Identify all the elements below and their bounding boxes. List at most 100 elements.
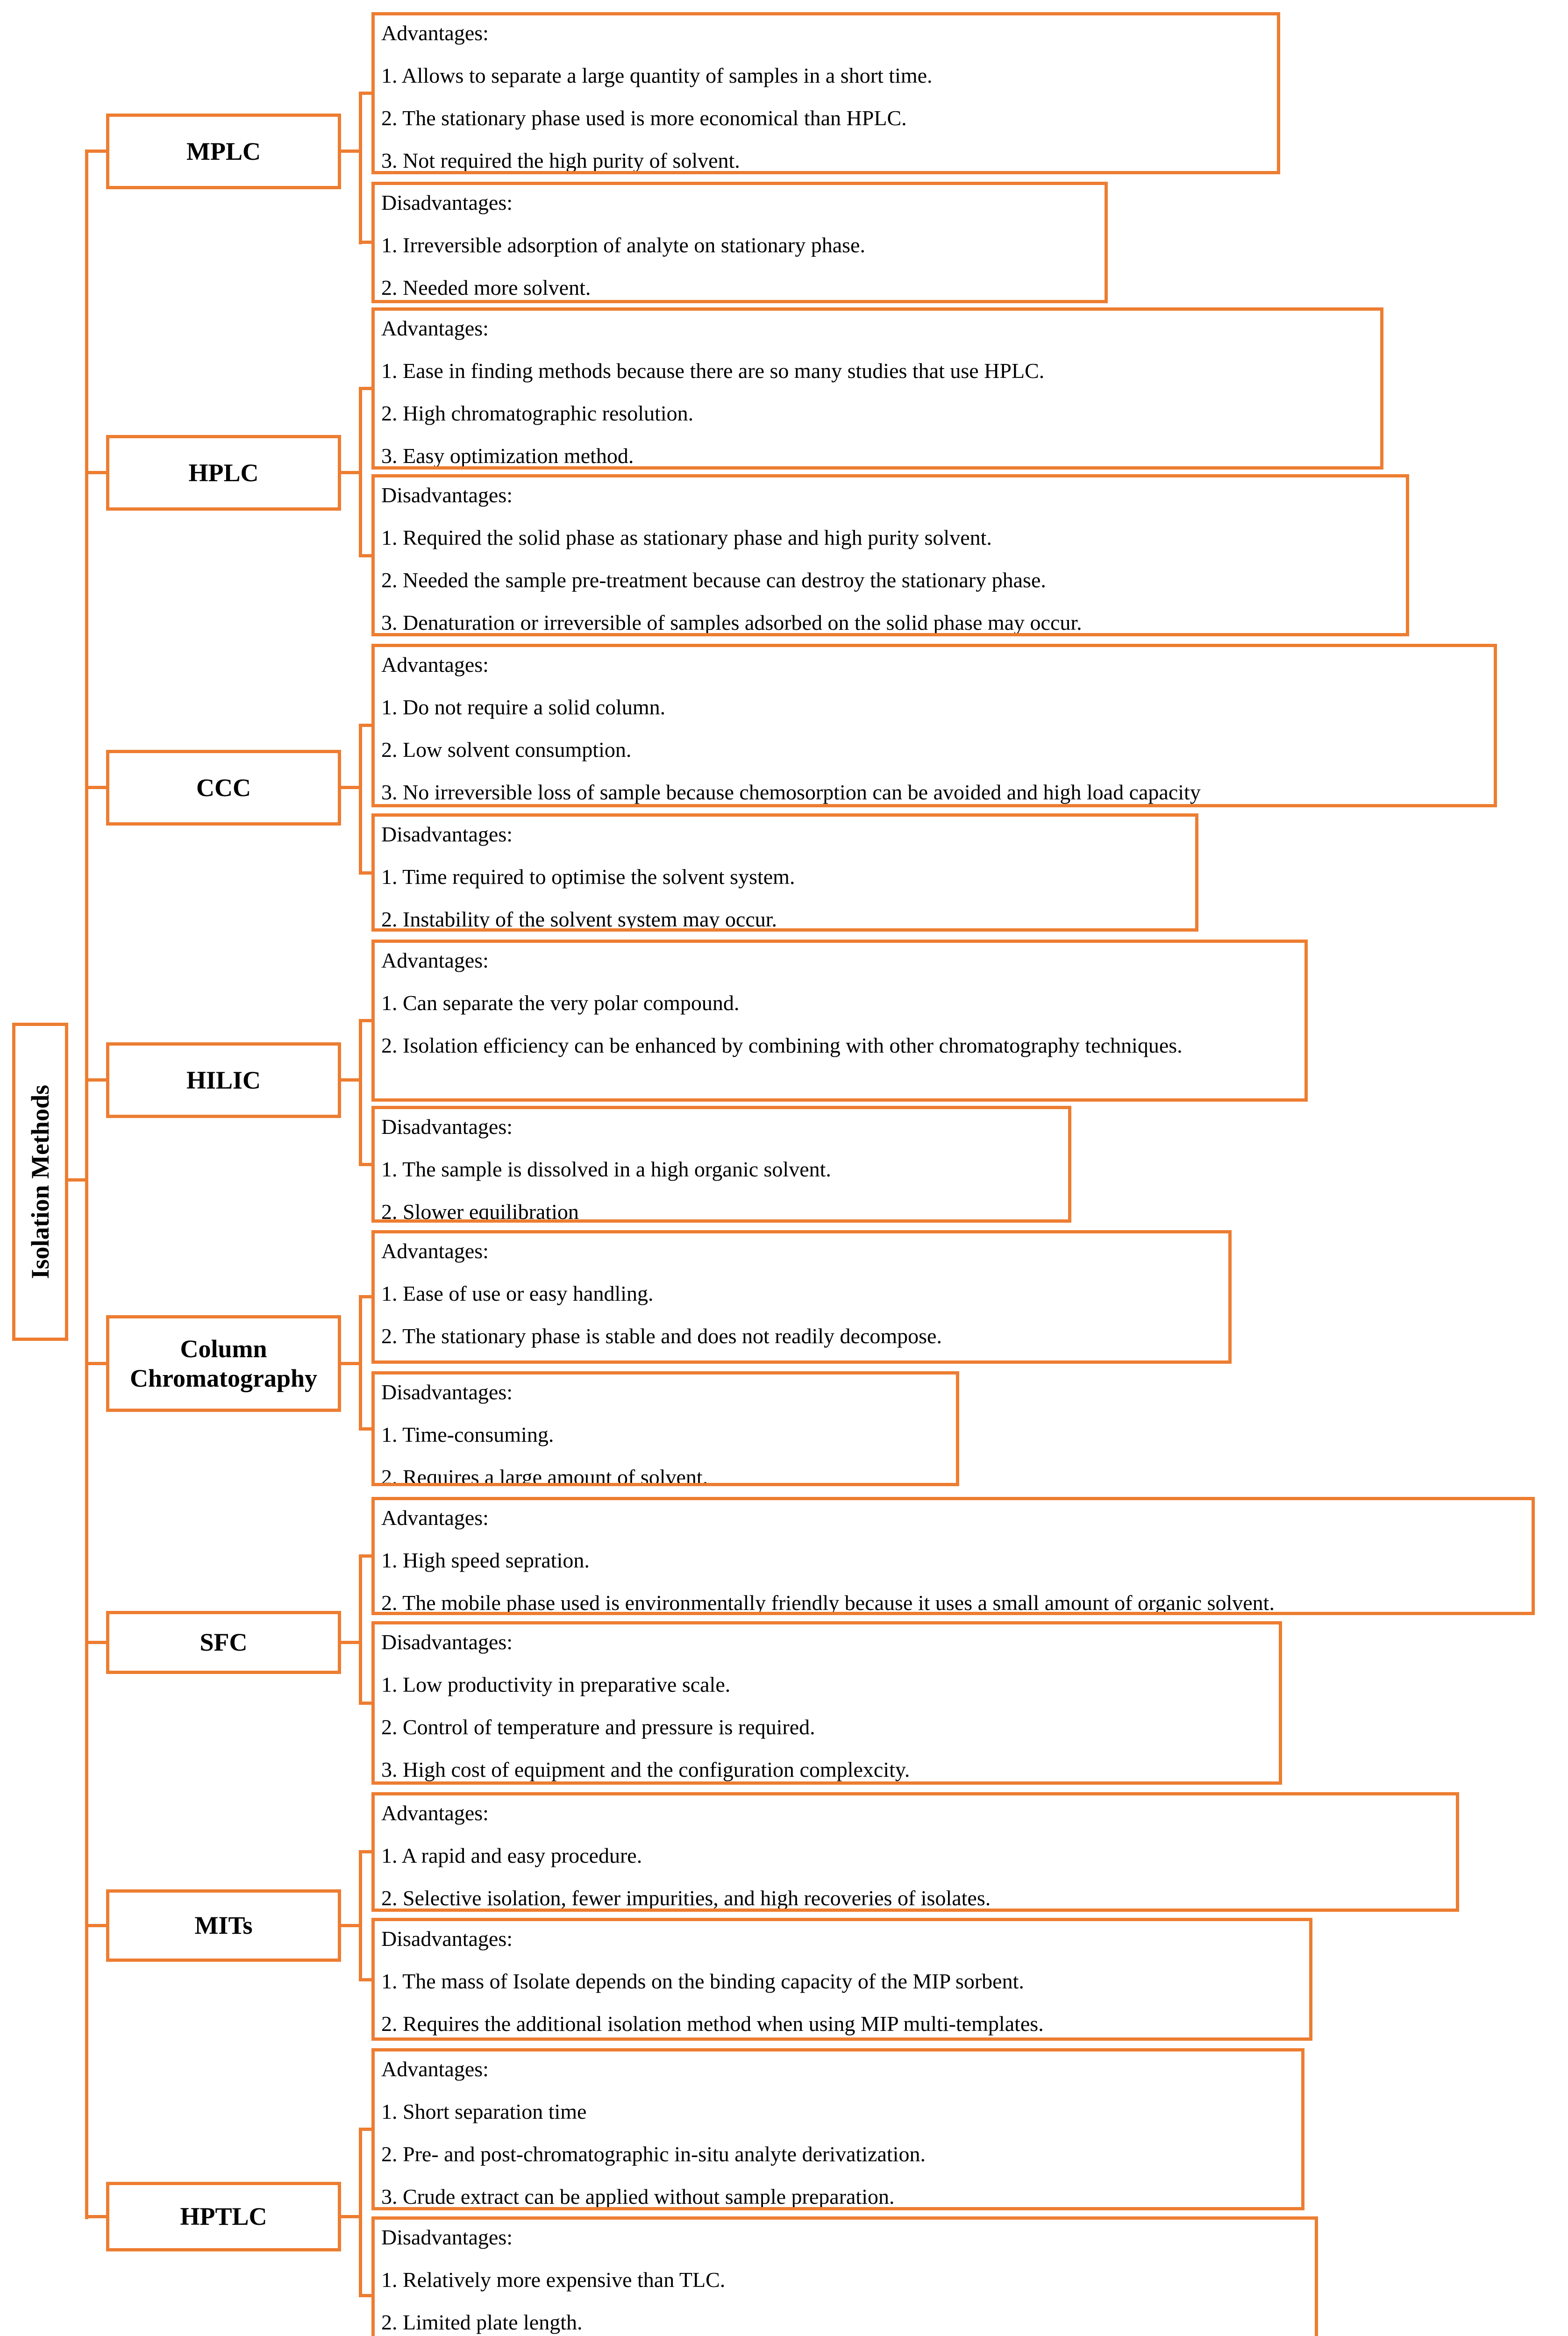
disadvantages-box-mits: Disadvantages: 1. The mass of Isolate de…: [371, 1918, 1312, 2041]
method-label: SFC: [200, 1628, 248, 1657]
disadvantage-item: 2. Needed the sample pre-treatment becau…: [381, 568, 1046, 592]
connector-branch: [359, 724, 371, 727]
connector-branch: [341, 471, 362, 474]
method-node-ccc: CCC: [106, 750, 341, 826]
root-label: Isolation Methods: [26, 1084, 54, 1279]
advantage-item: 2. Low solvent consumption.: [381, 737, 632, 762]
disadvantages-heading: Disadvantages:: [381, 191, 513, 214]
advantage-item: 2. The stationary phase used is more eco…: [381, 106, 907, 130]
disadvantages-heading: Disadvantages:: [381, 1630, 513, 1654]
advantage-item: 2. High chromatographic resolution.: [381, 401, 694, 425]
advantages-box-ccc: Advantages: 1. Do not require a solid co…: [371, 644, 1497, 807]
disadvantage-item: 1. Time-consuming.: [381, 1422, 554, 1446]
disadvantage-item: 1. Irreversible adsorption of analyte on…: [381, 233, 865, 257]
method-label: HPLC: [188, 458, 259, 487]
advantages-box-column-chromatography: Advantages: 1. Ease of use or easy handl…: [371, 1230, 1232, 1364]
advantage-item: 2. Selective isolation, fewer impurities…: [381, 1886, 991, 1910]
disadvantages-box-column-chromatography: Disadvantages: 1. Time-consuming. 2. Req…: [371, 1371, 959, 1486]
disadvantage-item: 3. Denaturation or irreversible of sampl…: [381, 610, 1082, 634]
connector-branch: [85, 471, 106, 474]
disadvantage-item: 2. Requires a large amount of solvent.: [381, 1465, 708, 1486]
disadvantage-item: 1. Relatively more expensive than TLC.: [381, 2267, 726, 2292]
advantage-item: 2. Isolation efficiency can be enhanced …: [381, 1033, 1183, 1057]
advantages-box-hptlc: Advantages: 1. Short separation time 2. …: [371, 2048, 1304, 2210]
method-node-column-chromatography: Column Chromatography: [106, 1315, 341, 1412]
connector-branch: [359, 387, 371, 390]
disadvantages-box-hplc: Disadvantages: 1. Required the solid pha…: [371, 474, 1409, 636]
connector-branch: [359, 2128, 371, 2131]
disadvantage-item: 1. Time required to optimise the solvent…: [381, 864, 795, 889]
connector-branch: [359, 2294, 371, 2297]
advantages-heading: Advantages:: [381, 21, 489, 45]
method-node-hilic: HILIC: [106, 1042, 341, 1118]
disadvantages-heading: Disadvantages:: [381, 2225, 513, 2249]
connector-branch: [359, 92, 371, 95]
connector-branch: [359, 1554, 371, 1558]
disadvantage-item: 1. Low productivity in preparative scale…: [381, 1672, 731, 1696]
advantage-item: 1. Short separation time: [381, 2099, 587, 2123]
advantages-box-sfc: Advantages: 1. High speed sepration. 2. …: [371, 1497, 1535, 1615]
advantages-box-hilic: Advantages: 1. Can separate the very pol…: [371, 940, 1308, 1102]
disadvantage-item: 3. High cost of equipment and the config…: [381, 1757, 910, 1781]
disadvantage-item: 2. Instability of the solvent system may…: [381, 907, 777, 931]
connector-branch: [85, 150, 106, 153]
connector-branch: [85, 1924, 106, 1927]
method-label: MPLC: [186, 137, 261, 165]
connector-bracket: [359, 1295, 362, 1431]
connector-root: [68, 1178, 87, 1182]
connector-branch: [341, 150, 362, 153]
advantages-box-mplc: Advantages: 1. Allows to separate a larg…: [371, 12, 1280, 174]
advantage-item: 1. Do not require a solid column.: [381, 695, 666, 719]
advantage-item: 1. Can separate the very polar compound.: [381, 990, 740, 1015]
connector-branch: [341, 786, 362, 789]
advantages-heading: Advantages:: [381, 2057, 489, 2081]
disadvantage-item: 2. Limited plate length.: [381, 2310, 583, 2334]
connector-branch: [85, 1078, 106, 1082]
advantage-item: 1. A rapid and easy procedure.: [381, 1843, 642, 1867]
advantage-item: 3. Crude extract can be applied without …: [381, 2184, 895, 2208]
connector-branch: [359, 1427, 371, 1431]
connector-bracket: [359, 1850, 362, 1981]
root-node-isolation-methods: Isolation Methods: [12, 1023, 68, 1341]
advantages-heading: Advantages:: [381, 653, 489, 677]
advantage-item: 2. Pre- and post-chromatographic in-situ…: [381, 2142, 926, 2166]
disadvantage-item: 2. Control of temperature and pressure i…: [381, 1715, 815, 1739]
disadvantage-item: 1. The sample is dissolved in a high org…: [381, 1157, 831, 1181]
connector-trunk: [85, 150, 88, 2219]
connector-branch: [359, 1850, 371, 1853]
disadvantages-box-hptlc: Disadvantages: 1. Relatively more expens…: [371, 2216, 1318, 2336]
connector-branch: [359, 1163, 371, 1166]
advantage-item: 1. Ease of use or easy handling.: [381, 1281, 654, 1305]
connector-branch: [359, 1978, 371, 1981]
disadvantages-box-ccc: Disadvantages: 1. Time required to optim…: [371, 813, 1198, 932]
connector-bracket: [359, 2128, 362, 2297]
connector-branch: [359, 1702, 371, 1705]
advantage-item: 3. Not required the high purity of solve…: [381, 148, 740, 172]
method-label: MITs: [194, 1911, 253, 1940]
method-node-mplc: MPLC: [106, 114, 341, 189]
method-node-mits: MITs: [106, 1889, 341, 1962]
disadvantages-box-mplc: Disadvantages: 1. Irreversible adsorptio…: [371, 182, 1108, 303]
disadvantage-item: 1. The mass of Isolate depends on the bi…: [381, 1969, 1024, 1993]
connector-branch: [85, 786, 106, 789]
connector-bracket: [359, 1554, 362, 1705]
disadvantage-item: 2. Slower equilibration: [381, 1199, 579, 1223]
disadvantages-heading: Disadvantages:: [381, 1380, 513, 1404]
advantages-heading: Advantages:: [381, 1801, 489, 1825]
connector-bracket: [359, 92, 362, 244]
disadvantages-heading: Disadvantages:: [381, 1115, 513, 1139]
connector-branch: [341, 2215, 362, 2218]
connector-branch: [341, 1641, 362, 1644]
disadvantages-box-sfc: Disadvantages: 1. Low productivity in pr…: [371, 1621, 1282, 1785]
advantage-item: 1. High speed sepration.: [381, 1548, 590, 1572]
disadvantages-heading: Disadvantages:: [381, 1927, 513, 1951]
connector-bracket: [359, 724, 362, 875]
advantages-box-mits: Advantages: 1. A rapid and easy procedur…: [371, 1792, 1459, 1912]
disadvantages-heading: Disadvantages:: [381, 822, 513, 846]
method-node-hplc: HPLC: [106, 435, 341, 511]
disadvantage-item: 1. Required the solid phase as stationar…: [381, 525, 992, 549]
connector-branch: [359, 554, 371, 557]
method-label: Column Chromatography: [129, 1335, 318, 1392]
connector-bracket: [359, 387, 362, 557]
